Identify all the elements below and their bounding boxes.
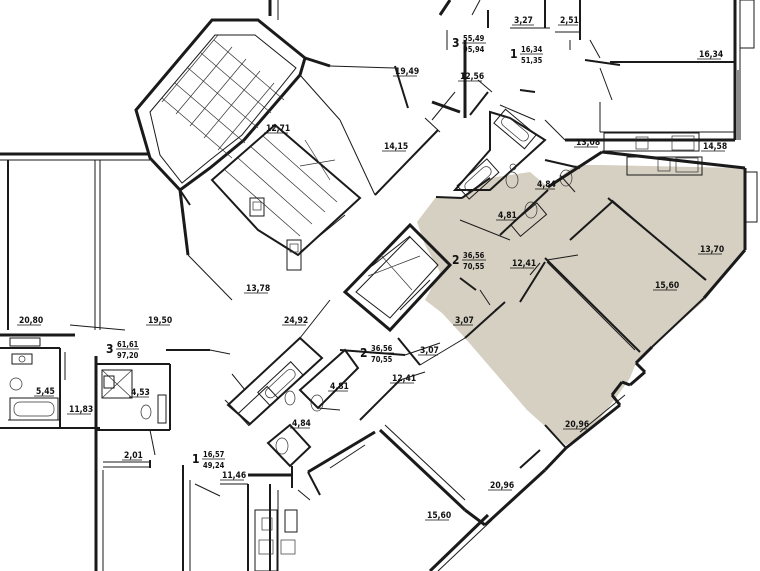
- area-label-4-81-low: 4,81: [330, 382, 349, 392]
- area-label-20-80: 20,80: [19, 316, 43, 326]
- apartment-living-area-2-lower: 36,56: [371, 344, 393, 353]
- apartment-living-area-1-bottom: 16,57: [203, 450, 225, 459]
- room-area-labels: 3,27 2,51 16,34 19,49 12,56 12,71 14,15 …: [17, 16, 727, 521]
- area-label-5-45: 5,45: [36, 387, 55, 397]
- area-label-3-07-low: 3,07: [420, 346, 439, 356]
- area-label-4-84-low: 4,84: [292, 419, 311, 429]
- area-label-3-27: 3,27: [514, 16, 533, 26]
- bathrooms-upper: [435, 108, 581, 241]
- apartment-living-area-3-top: 55,49: [463, 34, 485, 43]
- apartment-total-area-3-left: 97,20: [117, 351, 139, 360]
- area-label-12-41-low: 12,41: [392, 374, 416, 384]
- stair-core: [134, 18, 461, 333]
- apartment-total-area-2-lower: 70,55: [371, 355, 393, 364]
- top-wing-walls: [268, 0, 758, 250]
- area-label-14-15: 14,15: [384, 142, 408, 152]
- lower-apartment-walls: [224, 299, 568, 571]
- apartment-rooms-3-left: 3: [106, 342, 114, 356]
- area-label-12-56: 12,56: [460, 72, 484, 82]
- apartment-rooms-2-highlighted: 2: [452, 253, 460, 267]
- area-label-15-60-low: 15,60: [427, 511, 451, 521]
- apartment-living-area-3-left: 61,61: [117, 340, 139, 349]
- apartment-rooms-1-bottom: 1: [192, 452, 200, 466]
- area-label-11-83: 11,83: [69, 405, 93, 415]
- area-label-12-41-top: 12,41: [512, 259, 536, 269]
- area-label-19-50: 19,50: [148, 316, 172, 326]
- area-label-2-51: 2,51: [560, 16, 579, 26]
- area-label-13-08: 13,08: [576, 138, 600, 148]
- apartment-total-area-1-top: 51,35: [521, 56, 543, 65]
- apartment-rooms-1-top: 1: [510, 47, 518, 61]
- area-label-4-84-top: 4,84: [537, 180, 556, 190]
- highlighted-apartment-area: [417, 165, 745, 445]
- area-label-3-07-top: 3,07: [455, 316, 474, 326]
- area-label-20-96-top: 20,96: [565, 420, 589, 430]
- area-label-14-58: 14,58: [703, 142, 727, 152]
- area-label-20-96-low: 20,96: [490, 481, 514, 491]
- area-label-13-70: 13,70: [700, 245, 724, 255]
- area-label-4-53: 4,53: [131, 388, 150, 398]
- apartment-rooms-3-top: 3: [452, 36, 460, 50]
- apartment-total-area-2-highlighted: 70,55: [463, 262, 485, 271]
- apartment-living-area-1-top: 16,34: [521, 45, 543, 54]
- area-label-11-46: 11,46: [222, 471, 246, 481]
- area-label-24-92: 24,92: [284, 316, 308, 326]
- area-label-16-34-right: 16,34: [699, 50, 723, 60]
- area-label-13-78: 13,78: [246, 284, 270, 294]
- area-label-2-01: 2,01: [124, 451, 143, 461]
- area-label-15-60-top: 15,60: [655, 281, 679, 291]
- highlighted-apartment-walls: [459, 150, 747, 450]
- area-label-4-81-top: 4,81: [498, 211, 517, 221]
- apartment-total-area-3-top: 95,94: [463, 45, 485, 54]
- apartment-living-area-2-highlighted: 36,56: [463, 251, 485, 260]
- area-label-12-71: 12,71: [266, 124, 290, 134]
- area-label-19-49: 19,49: [395, 67, 419, 77]
- left-wing-walls: [0, 152, 298, 571]
- apartment-total-area-1-bottom: 49,24: [203, 461, 225, 470]
- apartment-labels: 3 55,49 95,94 1 16,34 51,35 2 36,56 70,5…: [106, 34, 543, 470]
- apartment-rooms-2-lower: 2: [360, 346, 368, 360]
